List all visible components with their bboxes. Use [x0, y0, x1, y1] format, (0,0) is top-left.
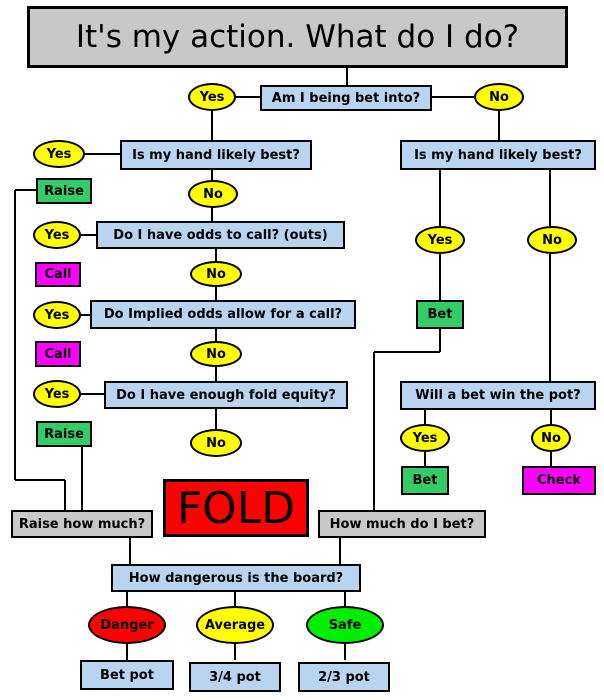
- yes-bubble-hand-best-right: Yes: [415, 226, 465, 254]
- call-action-bottom: Call: [35, 341, 81, 367]
- question-implied-odds: Do Implied odds allow for a call?: [90, 300, 356, 329]
- call-action-top: Call: [35, 262, 81, 287]
- check-action: Check: [522, 466, 596, 495]
- raise-action-top: Raise: [36, 178, 92, 204]
- yes-bubble-hand-best-left: Yes: [33, 140, 85, 168]
- yes-bubble-bet-win-pot: Yes: [400, 424, 450, 452]
- question-board: How dangerous is the board?: [111, 564, 361, 592]
- page-title: It's my action. What do I do?: [27, 6, 568, 68]
- no-bubble-hand-best-right: No: [527, 226, 577, 254]
- yes-bubble-bet-into: Yes: [188, 83, 236, 111]
- question-fold-equity: Do I have enough fold equity?: [104, 381, 348, 409]
- no-bubble-odds-to-call: No: [190, 261, 242, 287]
- question-bet-win-pot: Will a bet win the pot?: [400, 381, 596, 410]
- yes-bubble-fold-equity: Yes: [33, 380, 81, 408]
- average-bubble: Average: [196, 606, 274, 644]
- no-bubble-bet-win-pot: No: [531, 424, 571, 452]
- no-bubble-hand-best-left: No: [188, 180, 238, 208]
- question-raise-how-much: Raise how much?: [11, 510, 153, 538]
- no-bubble-fold-equity: No: [190, 429, 242, 457]
- question-bet-how-much: How much do I bet?: [318, 510, 486, 538]
- yes-bubble-implied-odds: Yes: [33, 301, 81, 329]
- danger-bubble: Danger: [88, 606, 166, 644]
- result-bet-pot: Bet pot: [80, 660, 174, 690]
- result-three-quarter-pot: 3/4 pot: [189, 662, 281, 692]
- result-two-thirds-pot: 2/3 pot: [298, 662, 390, 692]
- no-bubble-implied-odds: No: [190, 341, 242, 367]
- bet-action-top: Bet: [416, 300, 464, 329]
- question-hand-best-left: Is my hand likely best?: [120, 140, 312, 170]
- yes-bubble-odds-to-call: Yes: [33, 221, 81, 249]
- fold-action: FOLD: [163, 479, 309, 537]
- question-odds-to-call: Do I have odds to call? (outs): [96, 221, 345, 249]
- safe-bubble: Safe: [306, 606, 384, 644]
- raise-action-bottom: Raise: [36, 421, 92, 447]
- question-bet-into: Am I being bet into?: [260, 85, 432, 111]
- bet-action-bottom: Bet: [401, 466, 449, 495]
- question-hand-best-right: Is my hand likely best?: [400, 140, 596, 170]
- no-bubble-bet-into: No: [474, 83, 524, 111]
